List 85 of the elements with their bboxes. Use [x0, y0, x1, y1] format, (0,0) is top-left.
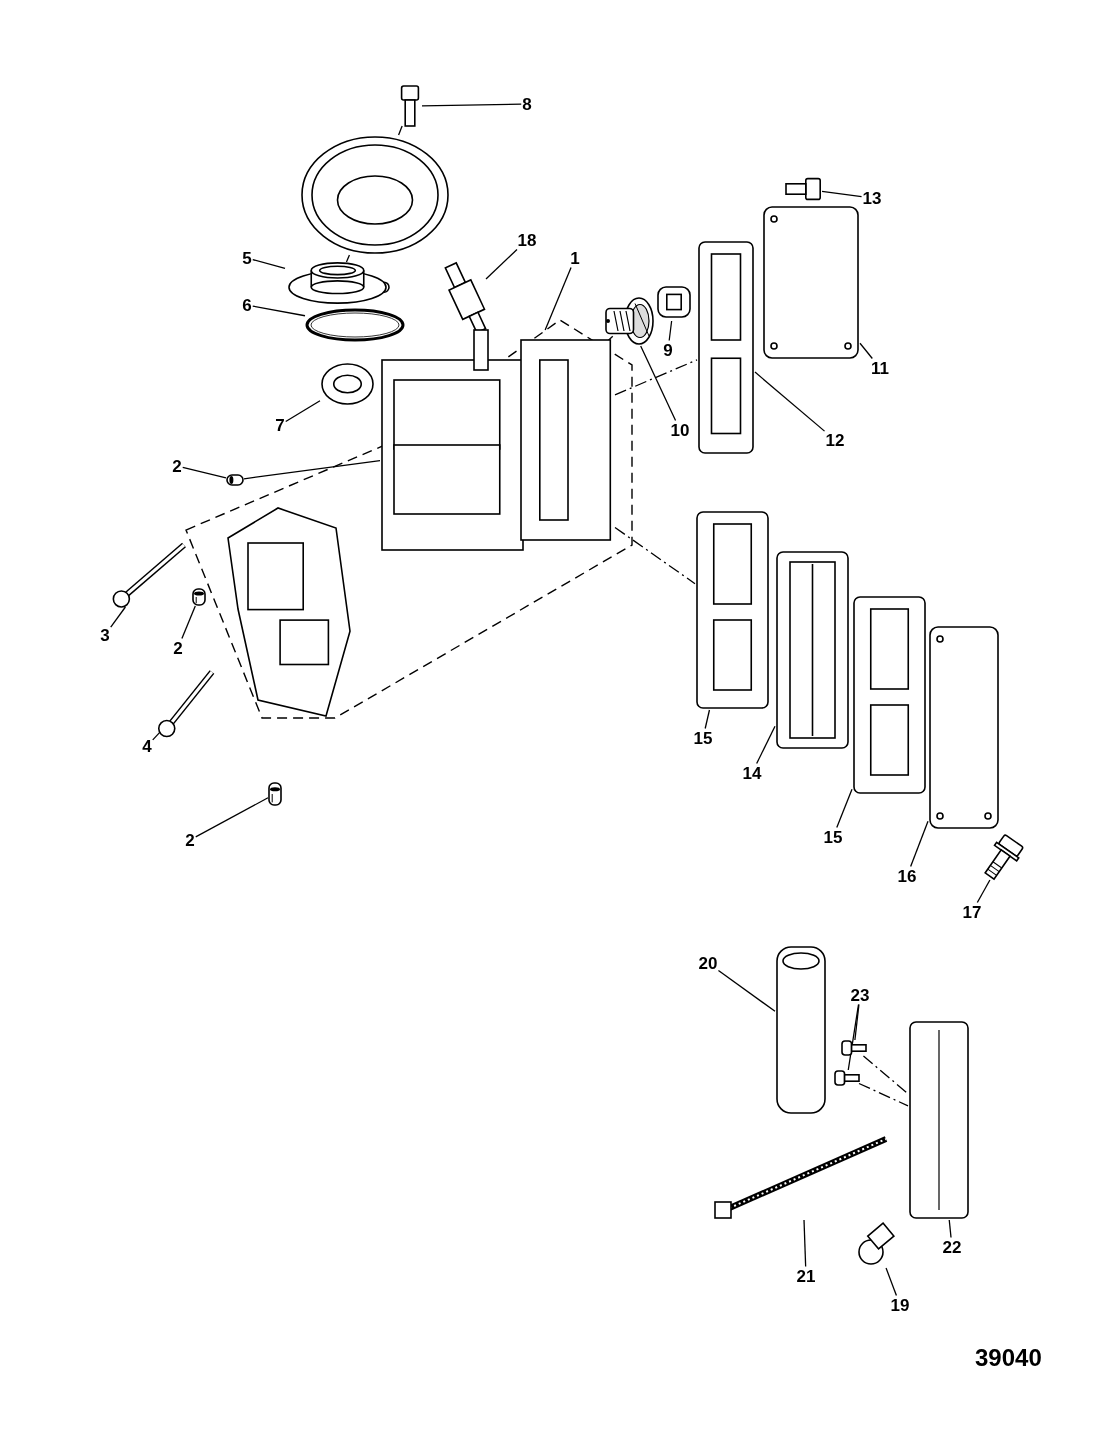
leader-line [421, 103, 522, 107]
leader-line [285, 400, 321, 423]
dowel-pin-drawing [226, 474, 244, 486]
tube-drawing [775, 945, 827, 1115]
callout-number: 15 [692, 728, 714, 748]
bolt-drawing [112, 545, 184, 607]
leader-line [181, 605, 196, 640]
callout-number: 21 [795, 1266, 817, 1286]
callout-number: 22 [941, 1237, 963, 1257]
callout-number: 11 [870, 358, 890, 378]
cable-tie-drawing [715, 1135, 890, 1220]
leader-line [836, 788, 853, 829]
callout-number: 12 [824, 430, 846, 450]
callout-number: 17 [961, 902, 983, 922]
leader-line [485, 248, 518, 280]
leader-line [704, 709, 711, 730]
bolt-drawing [786, 176, 822, 202]
oil-seal-drawing [320, 362, 375, 406]
dowel-pin-drawing [268, 782, 282, 806]
assembly-line [862, 1055, 909, 1095]
assembly-line [614, 359, 698, 396]
leader-line [243, 460, 381, 480]
callout-number: 8 [521, 94, 533, 114]
leader-line [640, 345, 677, 422]
leader-line [754, 371, 826, 432]
leader-line [182, 466, 227, 479]
callout-number: 7 [274, 415, 286, 435]
callout-number: 13 [861, 188, 883, 208]
gasket-drawing [852, 595, 927, 795]
leader-line [544, 266, 572, 331]
callout-number: 6 [241, 295, 253, 315]
leader-line [668, 320, 673, 342]
leader-line [859, 342, 873, 360]
leader-line [252, 258, 286, 270]
seal-housing-drawing [285, 262, 390, 304]
leader-line [195, 797, 269, 838]
bolt-drawing [160, 672, 212, 737]
figure-number: 39040 [975, 1344, 1042, 1372]
callout-number: 5 [241, 248, 253, 268]
o-ring-drawing [305, 308, 405, 342]
fitting-drawing [857, 1220, 897, 1268]
leader-line [152, 731, 161, 741]
callout-number: 15 [822, 827, 844, 847]
leader-line [252, 305, 306, 317]
assembly-line [345, 254, 351, 263]
gasket-drawing [697, 240, 755, 455]
leader-line [847, 1003, 860, 1071]
callout-number: 1 [569, 248, 581, 268]
callout-number: 18 [516, 230, 538, 250]
screw-drawing [842, 1040, 866, 1056]
leader-line [948, 1219, 952, 1239]
callout-number: 20 [697, 953, 719, 973]
reed-plate-drawing [775, 550, 850, 750]
leader-line [885, 1267, 898, 1297]
leader-line [110, 606, 127, 628]
screw-drawing [835, 1070, 859, 1086]
leader-line [821, 190, 863, 198]
cover-drawing [762, 205, 860, 360]
callout-number: 10 [669, 420, 691, 440]
leader-line [717, 969, 776, 1012]
leader-line [910, 820, 929, 868]
callout-number: 2 [171, 456, 183, 476]
gasket-drawing [695, 510, 770, 710]
dowel-pin-drawing [192, 588, 206, 606]
callout-number: 16 [896, 866, 918, 886]
thermostat-drawing [604, 296, 654, 346]
assembly-line [614, 526, 696, 585]
callout-number: 2 [184, 830, 196, 850]
callout-number: 4 [141, 736, 153, 756]
callout-number: 3 [99, 625, 111, 645]
callout-number: 14 [741, 763, 763, 783]
callout-number: 23 [849, 985, 871, 1005]
cap-drawing [656, 283, 692, 321]
cover-drawing [928, 625, 1000, 830]
callout-number: 9 [662, 340, 674, 360]
plate-drawing [300, 135, 450, 255]
leader-line [756, 725, 776, 765]
assembly-line [397, 125, 403, 136]
leader-line [976, 879, 991, 904]
callout-number: 2 [172, 638, 184, 658]
shield-drawing [908, 1020, 970, 1220]
assembly-line [858, 1082, 909, 1107]
callout-number: 19 [889, 1295, 911, 1315]
leader-line [803, 1219, 807, 1268]
bolt-drawing [398, 86, 422, 126]
